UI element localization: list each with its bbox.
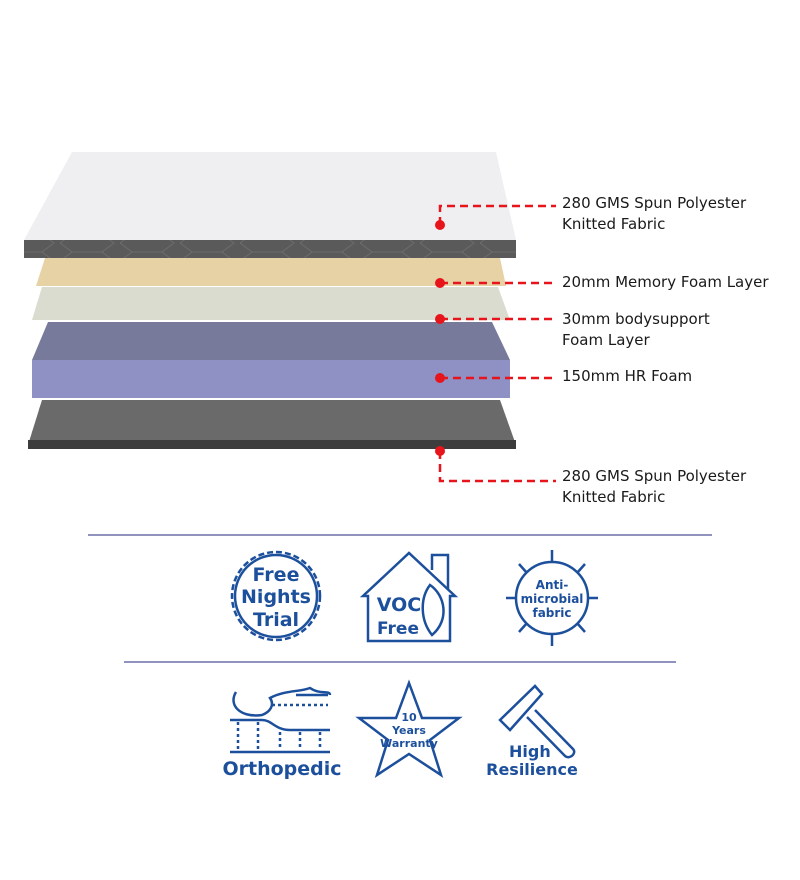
microbe-icon: Anti- microbial fabric xyxy=(506,550,598,646)
svg-text:Orthopedic: Orthopedic xyxy=(222,758,341,780)
layer-label-bottom-fabric: 280 GMS Spun Polyester Knitted Fabric xyxy=(562,466,746,508)
svg-text:VOC: VOC xyxy=(377,594,421,616)
house-leaf-icon: VOC Free xyxy=(359,551,459,643)
svg-text:fabric: fabric xyxy=(532,606,571,620)
bottom-fabric-layer xyxy=(28,400,516,449)
layer-label-bodysupport: 30mm bodysupport Foam Layer xyxy=(562,309,710,351)
svg-text:microbial: microbial xyxy=(521,592,584,606)
wavy-badge-icon: Free Nights Trial xyxy=(230,550,322,642)
label-line: 280 GMS Spun Polyester xyxy=(562,194,747,212)
label-line: 280 GMS Spun Polyester xyxy=(562,467,747,485)
label-line: 20mm Memory Foam Layer xyxy=(562,273,769,291)
svg-text:Nights: Nights xyxy=(241,586,311,608)
callout-lines xyxy=(438,204,556,483)
memory-foam-layer xyxy=(36,258,506,286)
svg-text:Warranty: Warranty xyxy=(380,737,438,750)
label-line: 30mm bodysupport xyxy=(562,310,710,328)
svg-text:High: High xyxy=(509,742,551,761)
hr-foam-layer xyxy=(32,322,510,398)
svg-text:Resilience: Resilience xyxy=(486,760,578,779)
label-line: Foam Layer xyxy=(562,331,650,349)
body-on-mattress-icon: Orthopedic xyxy=(222,686,342,780)
layer-label-memory-foam: 20mm Memory Foam Layer xyxy=(562,272,769,293)
bodysupport-foam-layer xyxy=(32,287,510,320)
svg-text:Free: Free xyxy=(377,619,419,639)
layer-label-hr-foam: 150mm HR Foam xyxy=(562,366,692,387)
star-icon: 10 Years Warranty xyxy=(355,679,463,778)
svg-text:Free: Free xyxy=(253,564,300,586)
svg-text:10: 10 xyxy=(401,711,417,724)
svg-text:Trial: Trial xyxy=(253,609,299,631)
svg-text:Anti-: Anti- xyxy=(536,578,569,592)
hammer-icon: High Resilience xyxy=(486,684,578,779)
layer-label-top-fabric: 280 GMS Spun Polyester Knitted Fabric xyxy=(562,193,746,235)
label-line: Knitted Fabric xyxy=(562,488,666,506)
label-line: Knitted Fabric xyxy=(562,215,666,233)
top-fabric-layer xyxy=(24,152,516,258)
callout-dots xyxy=(435,220,445,456)
svg-text:Years: Years xyxy=(391,724,426,737)
label-line: 150mm HR Foam xyxy=(562,367,693,385)
